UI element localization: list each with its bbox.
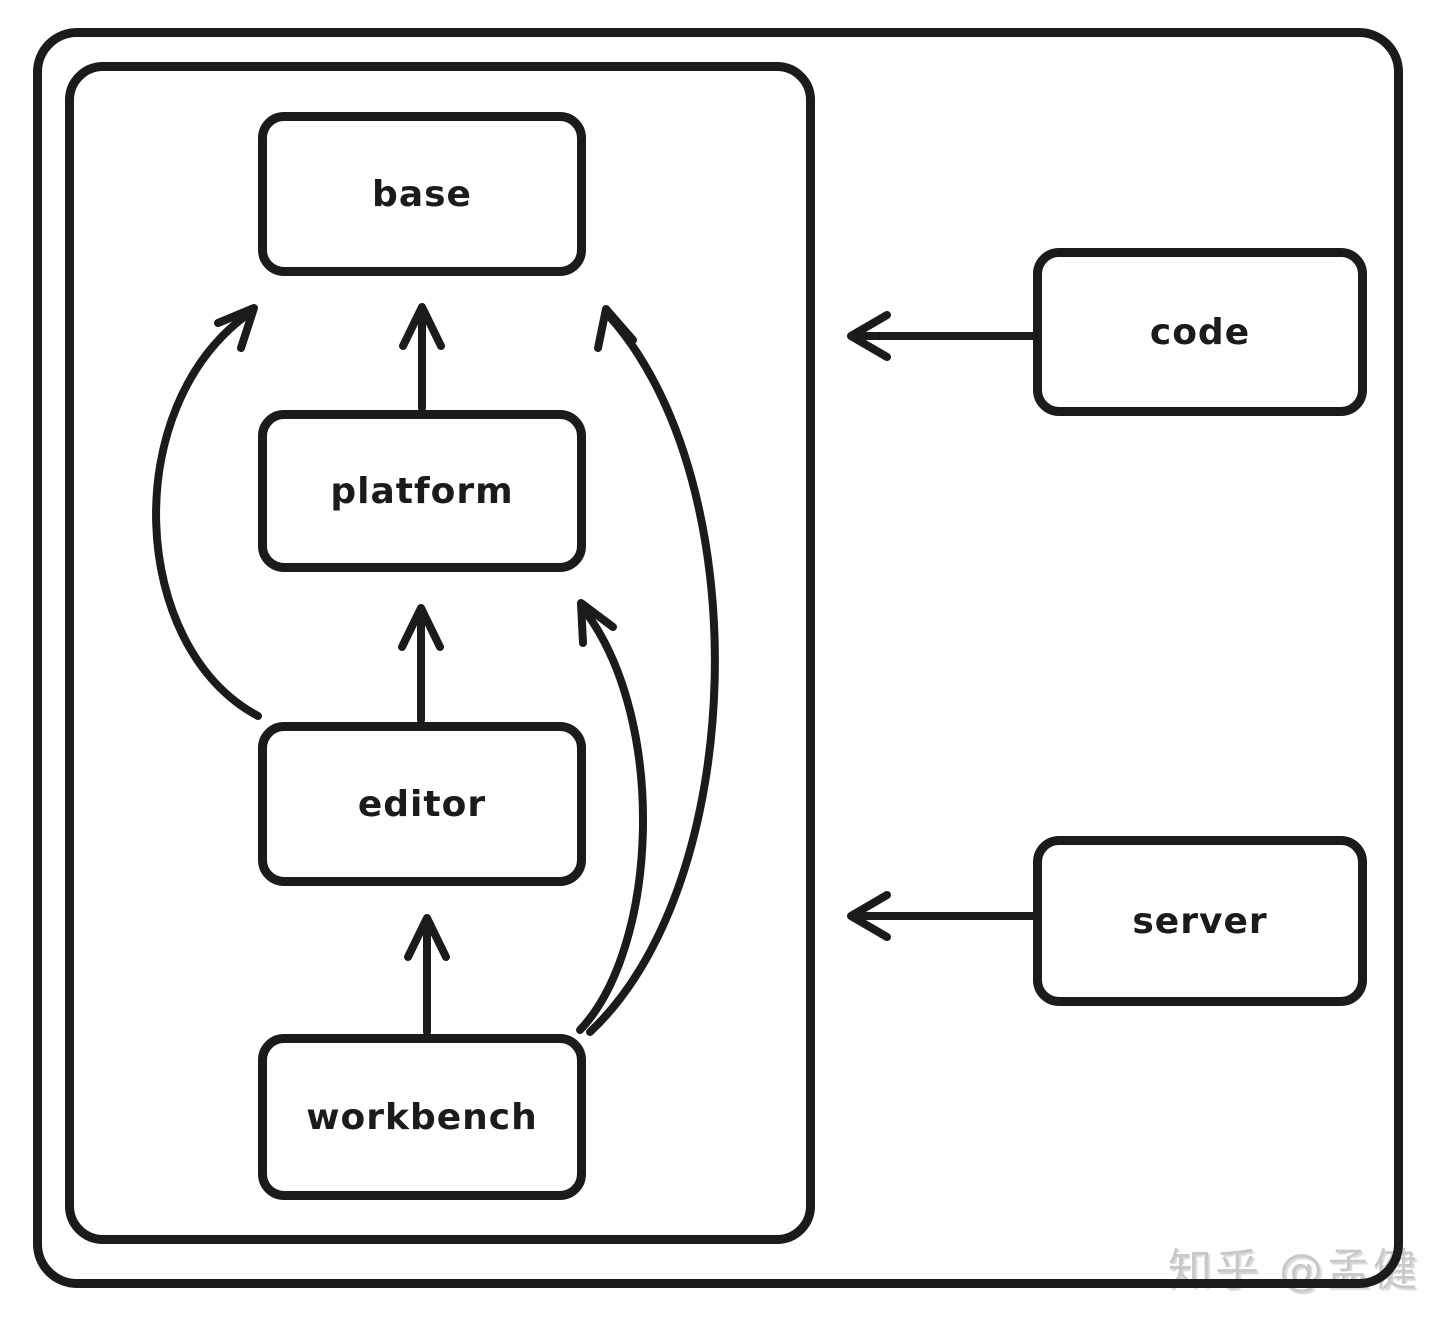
node-base: base xyxy=(258,112,586,276)
node-workbench: workbench xyxy=(258,1034,586,1200)
node-base-label: base xyxy=(372,173,472,215)
inner-container xyxy=(65,62,815,1244)
node-code: code xyxy=(1033,248,1367,416)
node-server-label: server xyxy=(1132,900,1268,942)
node-server: server xyxy=(1033,836,1367,1006)
node-platform-label: platform xyxy=(330,470,514,512)
node-editor: editor xyxy=(258,722,586,886)
node-platform: platform xyxy=(258,410,586,572)
node-code-label: code xyxy=(1149,311,1251,353)
node-workbench-label: workbench xyxy=(306,1096,538,1138)
node-editor-label: editor xyxy=(357,783,487,825)
outer-container xyxy=(33,28,1403,1288)
